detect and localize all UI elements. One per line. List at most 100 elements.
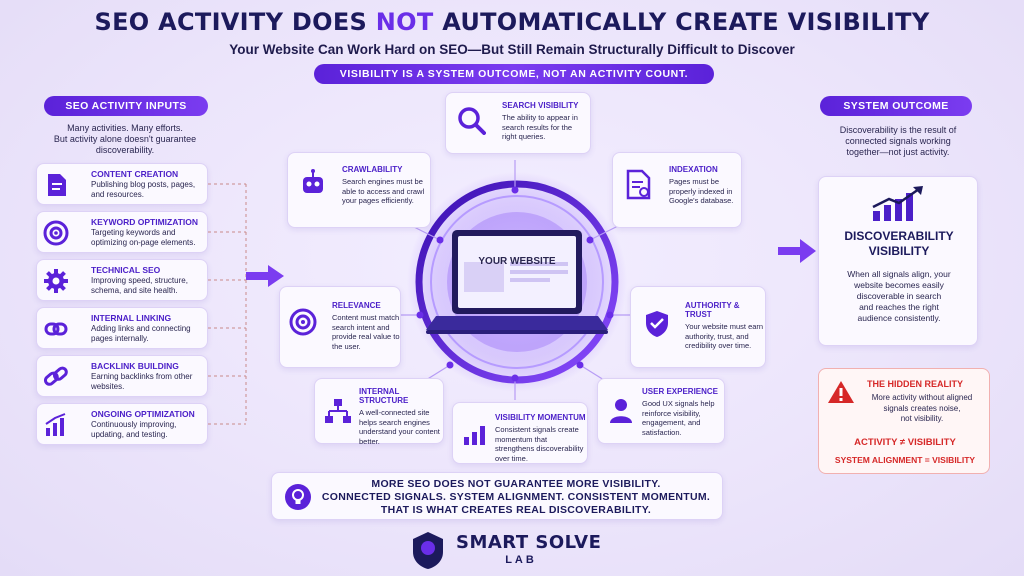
hidden-reality-desc: More activity without aligned signals cr…	[859, 393, 985, 425]
hidden-reality-title: THE HIDDEN REALITY	[867, 379, 964, 389]
alignment-equals-visibility: SYSTEM ALIGNMENT = VISIBILITY	[834, 455, 976, 465]
factor-desc: Consistent signals create momentum that …	[495, 425, 584, 463]
factor-crawlability: CRAWLABILITY Search engines must be able…	[287, 152, 431, 228]
factor-title: SEARCH VISIBILITY	[502, 101, 579, 110]
target-icon	[289, 308, 317, 336]
outcome-intro-line: together—not just activity.	[846, 147, 950, 157]
footer-line: THAT IS WHAT CREATES REAL DISCOVERABILIT…	[380, 504, 652, 516]
factor-title: CRAWLABILITY	[342, 165, 403, 174]
factor-desc: Your website must earn authority, trust,…	[685, 322, 764, 350]
outcome-desc: When all signals align, your website bec…	[823, 269, 975, 324]
factor-title: INTERNAL STRUCTURE	[359, 387, 409, 405]
outcome-desc-line: and reaches the right	[859, 302, 939, 312]
input-card-title: KEYWORD OPTIMIZATION	[91, 217, 199, 227]
brand-name: SMART SOLVE	[456, 532, 602, 553]
inputs-arrow-icon	[246, 265, 284, 287]
system-outcome-pill: SYSTEM OUTCOME	[820, 96, 972, 116]
chain-icon	[43, 364, 69, 390]
outcome-desc-line: discoverable in search	[856, 291, 942, 301]
magnifier-icon	[458, 107, 486, 135]
outcome-desc-line: website becomes easily	[854, 280, 944, 290]
factor-title: INDEXATION	[669, 165, 718, 174]
hidden-desc-line: More activity without aligned	[871, 393, 973, 402]
hidden-desc-line: not visibility.	[900, 414, 944, 423]
factor-relevance: RELEVANCE Content must match search inte…	[279, 286, 401, 368]
inputs-bracket-connector	[208, 183, 247, 425]
factor-desc: Good UX signals help reinforce visibilit…	[642, 399, 715, 437]
factor-title: USER EXPERIENCE	[642, 387, 719, 396]
factor-desc: The ability to appear in search results …	[502, 113, 578, 141]
factor-indexation: INDEXATION Pages must be properly indexe…	[612, 152, 742, 228]
footer-line: MORE SEO DOES NOT GUARANTEE MORE VISIBIL…	[371, 478, 661, 490]
title-prefix: SEO ACTIVITY DOES	[94, 8, 376, 36]
input-card-desc: Improving speed, structure, schema, and …	[91, 276, 188, 295]
factor-title: AUTHORITY & TRUST	[685, 301, 740, 319]
warning-icon	[828, 381, 854, 403]
inputs-intro-line: Many activities. Many efforts.	[67, 123, 183, 133]
factor-desc: A well-connected site helps search engin…	[359, 408, 440, 446]
link-icon	[43, 316, 69, 342]
factor-visibility-momentum: VISIBILITY MOMENTUM Consistent signals c…	[452, 402, 588, 464]
brand-sub: LAB	[505, 554, 537, 566]
outcome-intro-line: Discoverability is the result of	[839, 125, 957, 135]
outcome-desc-line: When all signals align, your	[847, 269, 951, 279]
footer-line: CONNECTED SIGNALS. SYSTEM ALIGNMENT. CON…	[321, 491, 711, 503]
indexed-document-icon	[626, 169, 651, 200]
input-card-desc: Earning backlinks from other websites.	[91, 372, 193, 391]
outcome-card: DISCOVERABILITY VISIBILITY When all sign…	[818, 176, 978, 346]
input-card-title: TECHNICAL SEO	[91, 265, 161, 275]
gear-icon	[43, 268, 69, 294]
factor-authority-trust: AUTHORITY & TRUST Your website must earn…	[630, 286, 766, 368]
title-highlight: NOT	[375, 8, 434, 36]
input-card-desc: Continuously improving, updating, and te…	[91, 420, 177, 439]
factor-user-experience: USER EXPERIENCE Good UX signals help rei…	[597, 378, 725, 444]
hidden-reality-card: THE HIDDEN REALITY More activity without…	[818, 368, 990, 474]
page-title: SEO ACTIVITY DOES NOT AUTOMATICALLY CREA…	[0, 8, 1024, 36]
factor-internal-structure: INTERNAL STRUCTURE A well-connected site…	[314, 378, 444, 446]
inputs-intro-line: discoverability.	[95, 145, 155, 155]
outcome-desc-line: audience consistently.	[857, 313, 941, 323]
outcome-arrow-icon	[778, 239, 816, 263]
inputs-intro: Many activities. Many efforts. But activ…	[30, 123, 220, 156]
factor-desc: Search engines must be able to access an…	[342, 177, 425, 205]
brand-logo: SMART SOLVE LAB	[410, 528, 620, 572]
input-card-title: CONTENT CREATION	[91, 169, 179, 179]
hierarchy-icon	[325, 399, 351, 423]
user-icon	[610, 399, 632, 423]
input-card-desc: Targeting keywords and optimizing on-pag…	[91, 228, 196, 247]
title-suffix: AUTOMATICALLY CREATE VISIBILITY	[433, 8, 930, 36]
shield-check-icon	[646, 311, 668, 337]
seo-inputs-pill: SEO ACTIVITY INPUTS	[44, 96, 208, 116]
input-card-title: INTERNAL LINKING	[91, 313, 172, 323]
brand-crest-icon	[413, 532, 443, 569]
lightbulb-icon	[285, 484, 311, 510]
activity-not-visibility: ACTIVITY ≠ VISIBILITY	[854, 437, 956, 448]
robot-icon	[303, 169, 323, 193]
factor-title: RELEVANCE	[332, 301, 381, 310]
growth-chart-icon	[872, 186, 923, 221]
outcome-title: DISCOVERABILITY VISIBILITY	[819, 229, 979, 259]
growth-chart-icon	[43, 412, 69, 438]
factor-desc: Pages must be properly indexed in Google…	[669, 177, 734, 205]
bar-chart-icon	[464, 426, 485, 445]
outcome-title-line: DISCOVERABILITY	[844, 229, 954, 243]
input-card-title: ONGOING OPTIMIZATION	[91, 409, 195, 419]
input-card-title: BACKLINK BUILDING	[91, 361, 179, 371]
page-subtitle: Your Website Can Work Hard on SEO—But St…	[229, 42, 795, 57]
factor-desc: Content must match search intent and pro…	[332, 313, 400, 351]
footer-message-box: MORE SEO DOES NOT GUARANTEE MORE VISIBIL…	[271, 472, 723, 520]
input-card-desc: Publishing blog posts, pages, and resour…	[91, 180, 196, 199]
document-icon	[43, 172, 69, 198]
target-icon	[43, 220, 69, 246]
key-message-banner: VISIBILITY IS A SYSTEM OUTCOME, NOT AN A…	[314, 64, 714, 84]
hidden-desc-line: signals creates noise,	[883, 403, 961, 413]
outcome-title-line: VISIBILITY	[868, 244, 930, 258]
hub-label: YOUR WEBSITE	[478, 256, 556, 267]
factor-title: VISIBILITY MOMENTUM	[495, 413, 586, 422]
